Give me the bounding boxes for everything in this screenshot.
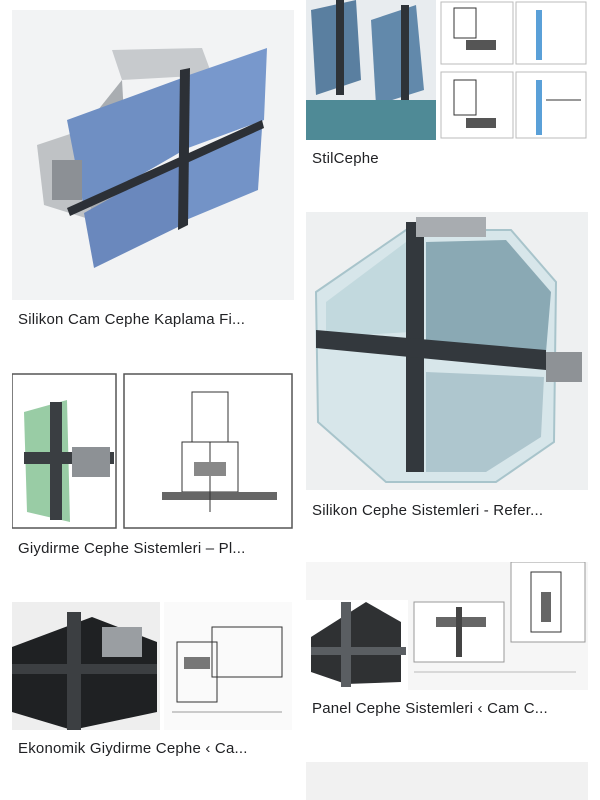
structural-glazing-image	[306, 212, 588, 490]
result-caption[interactable]: Ekonomik Giydirme Cephe ‹ Ca...	[18, 740, 248, 757]
result-image-silikon-cam-cephe[interactable]	[12, 10, 294, 300]
result-image-stilcephe[interactable]	[306, 0, 588, 140]
result-card-stilcephe[interactable]: StilCephe	[306, 0, 588, 176]
result-image-silikon-cephe-sistemleri[interactable]	[306, 212, 588, 490]
result-caption[interactable]: Silikon Cephe Sistemleri - Refer...	[312, 502, 544, 519]
result-card-ekonomik-giydirme[interactable]: Ekonomik Giydirme Cephe ‹ Ca...	[12, 602, 294, 762]
section-drawings-image	[306, 0, 588, 140]
dark-panel-profile-image	[306, 562, 588, 690]
result-image-giydirme-cephe[interactable]	[12, 372, 294, 530]
black-profile-image	[12, 602, 294, 730]
result-caption[interactable]: StilCephe	[312, 150, 379, 167]
result-image-panel-cephe[interactable]	[306, 562, 588, 690]
result-card-giydirme-cephe[interactable]: Giydirme Cephe Sistemleri – Pl...	[12, 372, 294, 562]
curtain-wall-render-image	[12, 10, 294, 300]
result-caption[interactable]: Giydirme Cephe Sistemleri – Pl...	[18, 540, 246, 557]
result-card-silikon-cam-cephe[interactable]: Silikon Cam Cephe Kaplama Fi...	[12, 10, 294, 340]
result-image-partial[interactable]	[306, 762, 588, 800]
result-caption[interactable]: Panel Cephe Sistemleri ‹ Cam C...	[312, 700, 548, 717]
result-caption[interactable]: Silikon Cam Cephe Kaplama Fi...	[18, 311, 246, 328]
result-card-panel-cephe[interactable]: Panel Cephe Sistemleri ‹ Cam C...	[306, 562, 588, 722]
result-image-ekonomik-giydirme[interactable]	[12, 602, 294, 730]
green-glass-profile-image	[12, 372, 294, 530]
result-card-silikon-cephe-sistemleri[interactable]: Silikon Cephe Sistemleri - Refer...	[306, 212, 588, 524]
result-card-partial[interactable]	[306, 762, 588, 800]
